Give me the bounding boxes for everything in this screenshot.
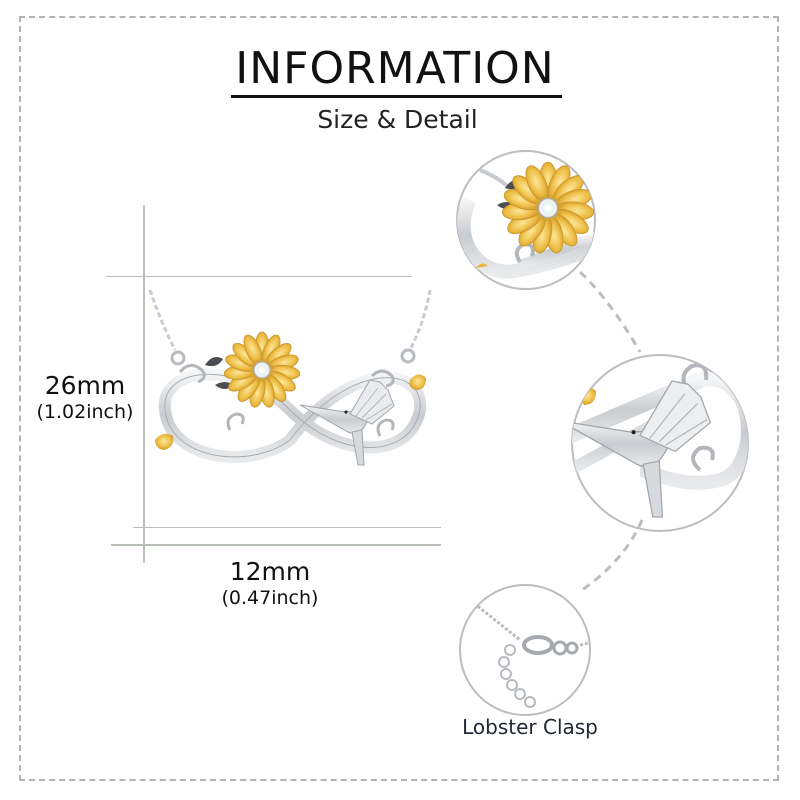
sunflower-detail-circle	[456, 150, 596, 290]
top-measure-line	[106, 276, 412, 277]
height-inch: (1.02inch)	[36, 401, 134, 423]
page-title: INFORMATION	[235, 43, 555, 94]
hummingbird-detail-circle	[571, 354, 749, 532]
width-dimension: 12mm (0.47inch)	[210, 558, 330, 610]
height-mm: 26mm	[44, 371, 126, 400]
clasp-caption: Lobster Clasp	[462, 715, 598, 739]
clasp-detail-circle	[459, 584, 591, 716]
width-mm: 12mm	[229, 557, 311, 586]
connector-2	[581, 519, 644, 592]
bottom-measure-line-inner	[133, 527, 441, 528]
title-underline	[231, 95, 562, 98]
dashed-frame	[19, 16, 779, 781]
height-dimension: 26mm (1.02inch)	[25, 372, 145, 424]
bottom-measure-line-outer	[111, 544, 441, 546]
width-inch: (0.47inch)	[221, 587, 319, 609]
page-subtitle: Size & Detail	[317, 105, 478, 134]
pendant-main	[148, 289, 432, 466]
vertical-measure-line	[143, 205, 145, 563]
connector-1	[578, 270, 642, 353]
